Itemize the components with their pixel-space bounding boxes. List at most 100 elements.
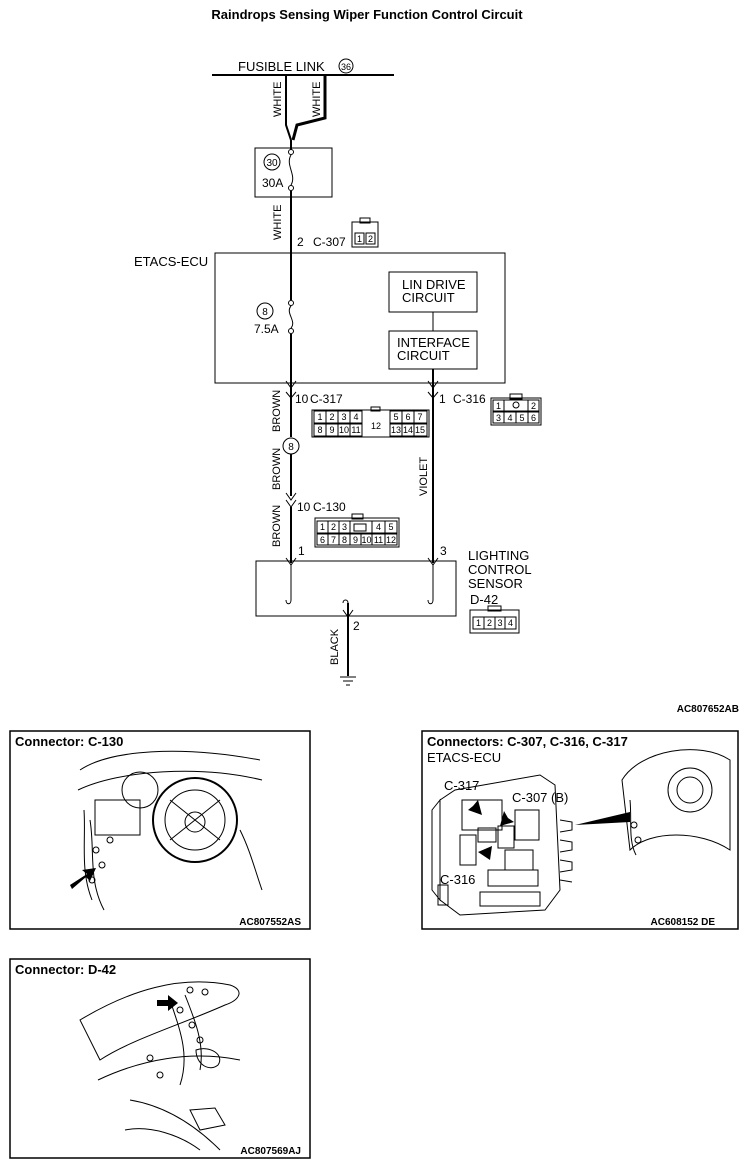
svg-text:3: 3 bbox=[496, 413, 501, 423]
svg-text:3: 3 bbox=[341, 412, 346, 422]
svg-text:15: 15 bbox=[415, 425, 425, 435]
fuse-30-number-circle bbox=[263, 153, 281, 171]
svg-text:9: 9 bbox=[329, 425, 334, 435]
panel-d42-title: Connector: D-42 bbox=[15, 962, 116, 977]
fuse-8-element bbox=[288, 305, 294, 329]
svg-text:2: 2 bbox=[331, 522, 336, 532]
fusible-link-wire-right bbox=[291, 75, 327, 141]
lighting-control-sensor-box bbox=[255, 560, 457, 617]
c307-connector-icon: 1 2 bbox=[351, 217, 379, 248]
svg-text:14: 14 bbox=[403, 425, 413, 435]
lin-drive-line2: CIRCUIT bbox=[402, 290, 455, 305]
etacs-callout-c316: C-316 bbox=[440, 872, 475, 887]
interface-line2: CIRCUIT bbox=[397, 348, 450, 363]
svg-text:1: 1 bbox=[320, 522, 325, 532]
wire-white-right-label: WHITE bbox=[311, 82, 323, 117]
c130-pin-label: 10 bbox=[297, 500, 311, 514]
diagram-code: AC807652AB bbox=[677, 704, 739, 715]
svg-text:7: 7 bbox=[417, 412, 422, 422]
svg-text:5: 5 bbox=[388, 522, 393, 532]
c130-name: C-130 bbox=[313, 500, 346, 514]
sensor-label-line2: CONTROL bbox=[468, 562, 532, 577]
fuse-8-number: 8 bbox=[262, 307, 268, 318]
svg-text:1: 1 bbox=[317, 412, 322, 422]
violet-wire-label: VIOLET bbox=[418, 457, 430, 496]
svg-text:11: 11 bbox=[374, 535, 383, 545]
svg-text:10: 10 bbox=[361, 535, 371, 545]
etacs-callout-c307: C-307 (B) bbox=[512, 790, 568, 805]
svg-text:6: 6 bbox=[320, 535, 325, 545]
panel-c130-title: Connector: C-130 bbox=[15, 734, 123, 749]
fuse-30-box bbox=[254, 147, 333, 198]
brown-wire-label-2: BROWN bbox=[271, 448, 283, 490]
ground-symbol-icon bbox=[340, 676, 356, 686]
d42-arrow-icon bbox=[157, 995, 178, 1011]
etacs-location-illustration bbox=[431, 749, 731, 916]
svg-text:12: 12 bbox=[371, 421, 381, 431]
c307-pin-label: 2 bbox=[297, 235, 304, 249]
panel-etacs bbox=[421, 730, 739, 930]
panel-etacs-code: AC608152 DE bbox=[651, 917, 716, 928]
svg-text:2: 2 bbox=[329, 412, 334, 422]
fuse-8-number-circle bbox=[256, 302, 274, 320]
svg-text:3: 3 bbox=[342, 522, 347, 532]
panel-etacs-subtitle: ETACS-ECU bbox=[427, 750, 501, 765]
lin-drive-line1: LIN DRIVE bbox=[402, 277, 466, 292]
fuse-30-element bbox=[288, 154, 294, 186]
sensor-pin-left: 1 bbox=[298, 544, 305, 558]
svg-text:1: 1 bbox=[476, 618, 481, 628]
panel-c130 bbox=[9, 730, 311, 930]
fuse-30-number: 30 bbox=[266, 158, 278, 169]
sensor-label-line1: LIGHTING bbox=[468, 548, 529, 563]
svg-text:8: 8 bbox=[342, 535, 347, 545]
svg-text:4: 4 bbox=[507, 413, 512, 423]
svg-text:1: 1 bbox=[357, 234, 362, 244]
panel-d42-code: AC807569AJ bbox=[240, 1146, 301, 1157]
sensor-pin-right: 3 bbox=[440, 544, 447, 558]
svg-text:5: 5 bbox=[519, 413, 524, 423]
diagram-title: Raindrops Sensing Wiper Function Control… bbox=[211, 7, 523, 22]
svg-text:3: 3 bbox=[497, 618, 502, 628]
svg-text:2: 2 bbox=[531, 401, 536, 411]
etacs-label: ETACS-ECU bbox=[134, 254, 208, 269]
joint-number: 8 bbox=[288, 442, 294, 453]
svg-text:4: 4 bbox=[508, 618, 513, 628]
fuse-8-rating: 7.5A bbox=[254, 322, 279, 336]
brown-wire-label-1: BROWN bbox=[271, 390, 283, 432]
wire-white-left-label: WHITE bbox=[272, 82, 284, 117]
black-wire-label: BLACK bbox=[329, 628, 341, 665]
svg-text:13: 13 bbox=[391, 425, 401, 435]
c316-pin-label: 1 bbox=[439, 392, 446, 406]
fusible-link-wire-left bbox=[285, 75, 292, 141]
d42-connector-icon: 1 2 3 4 bbox=[469, 605, 520, 634]
c130-arrow-icon bbox=[70, 868, 96, 889]
svg-text:5: 5 bbox=[393, 412, 398, 422]
fuse-30-rating: 30A bbox=[262, 176, 283, 190]
panel-d42 bbox=[9, 958, 311, 1159]
c316-name: C-316 bbox=[453, 392, 486, 406]
fusible-link-number-circle bbox=[338, 58, 354, 74]
etacs-callout-c317: C-317 bbox=[444, 778, 479, 793]
brown-wire-label-3: BROWN bbox=[271, 505, 283, 547]
d42-location-illustration bbox=[79, 981, 241, 1151]
svg-text:2: 2 bbox=[487, 618, 492, 628]
fusible-link-label: FUSIBLE LINK bbox=[238, 59, 325, 74]
c317-name: C-317 bbox=[310, 392, 343, 406]
c130-connector-icon: 1 2 3 4 5 6 7 8 9 10 11 12 bbox=[314, 513, 400, 548]
svg-text:1: 1 bbox=[496, 401, 501, 411]
svg-text:6: 6 bbox=[405, 412, 410, 422]
etacs-box bbox=[214, 252, 506, 384]
interface-line1: INTERFACE bbox=[397, 335, 470, 350]
svg-text:12: 12 bbox=[386, 535, 396, 545]
svg-text:2: 2 bbox=[368, 234, 373, 244]
c316-connector-icon: 1 2 3 4 5 6 bbox=[490, 393, 542, 426]
svg-text:7: 7 bbox=[331, 535, 336, 545]
svg-text:9: 9 bbox=[353, 535, 358, 545]
fusible-link-number: 36 bbox=[341, 62, 351, 72]
sensor-label-line3: SENSOR bbox=[468, 576, 523, 591]
svg-text:6: 6 bbox=[531, 413, 536, 423]
svg-text:4: 4 bbox=[376, 522, 381, 532]
ground-pin-label: 2 bbox=[353, 619, 360, 633]
c317-pin-label: 10 bbox=[295, 392, 309, 406]
